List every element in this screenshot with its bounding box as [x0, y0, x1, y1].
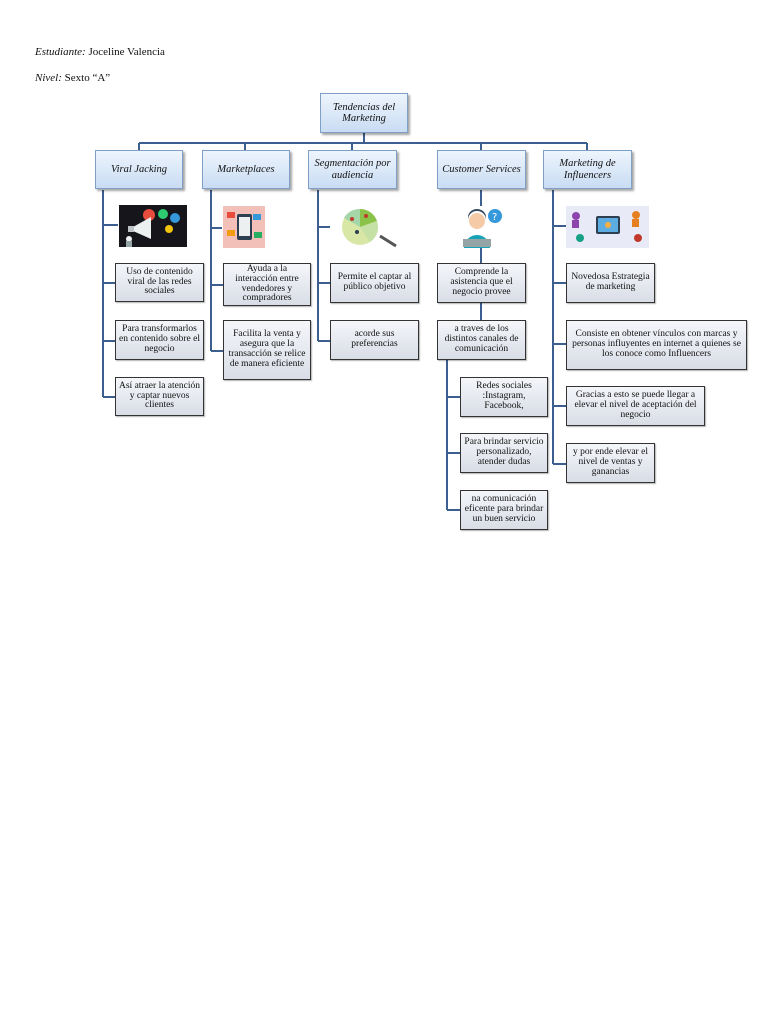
root-node: Tendencias del Marketing [320, 93, 408, 133]
subitem-customer-3: na comunicación eficente para brindar un… [460, 490, 548, 530]
item-text: Comprende la asistencia que el negocio p… [450, 267, 513, 297]
branch-title: Marketing de Influencers [559, 158, 616, 181]
item-text: na comunicación eficente para brindar un… [464, 494, 544, 524]
branch-title: Segmentación por audiencia [314, 158, 391, 181]
item-viral-2: Para transformarlos en contenido sobre e… [115, 320, 204, 360]
influencer-network-icon [566, 206, 649, 248]
item-influencers-4: y por ende elevar el nivel de ventas y g… [566, 443, 655, 483]
level-label: Nivel: [35, 72, 62, 84]
branch-title: Viral Jacking [110, 163, 168, 175]
support-agent-icon: ? [455, 206, 507, 248]
item-influencers-1: Novedosa Estrategia de marketing [566, 263, 655, 303]
level-value: Sexto “A” [64, 72, 111, 84]
item-text: Para transformarlos en contenido sobre e… [119, 324, 200, 354]
student-line: Estudiante: Joceline Valencia [35, 46, 165, 58]
branch-title: Marketplaces [217, 163, 275, 175]
branch-title: Customer Services [442, 163, 521, 175]
item-influencers-2: Consiste en obtener vínculos con marcas … [566, 320, 747, 370]
pie-chart-icon [330, 206, 402, 248]
megaphone-icon [119, 205, 187, 247]
item-text: Así atraer la atención y captar nuevos c… [119, 380, 200, 411]
branch-customer-services: Customer Services [437, 150, 526, 189]
level-line: Nivel: Sexto “A” [35, 72, 110, 84]
item-marketplaces-1: Ayuda a la interacción entre vendedores … [223, 263, 311, 306]
item-text: Consiste en obtener vínculos con marcas … [572, 329, 741, 359]
subitem-customer-2: Para brindar servicio personalizado, ate… [460, 433, 548, 473]
student-label: Estudiante: [35, 46, 86, 58]
item-text: Uso de contenido viral de las redes soci… [126, 266, 193, 297]
item-influencers-3: Gracias a esto se puede llegar a elevar … [566, 386, 705, 426]
item-text: Facilita la venta y asegura que la trans… [228, 329, 306, 369]
item-segmentacion-1: Permite el captar al público objetivo [330, 263, 419, 303]
item-customer-1: Comprende la asistencia que el negocio p… [437, 263, 526, 303]
student-name: Joceline Valencia [88, 46, 165, 58]
item-viral-1: Uso de contenido viral de las redes soci… [115, 263, 204, 302]
branch-viral-jacking: Viral Jacking [95, 150, 183, 189]
smartphone-shopping-icon [223, 206, 265, 248]
item-text: a traves de los distintos canales de com… [444, 324, 519, 354]
item-text: Para brindar servicio personalizado, ate… [464, 437, 544, 467]
item-marketplaces-2: Facilita la venta y asegura que la trans… [223, 320, 311, 380]
item-text: Ayuda a la interacción entre vendedores … [235, 263, 299, 304]
item-text: acorde sus preferencias [351, 329, 398, 349]
svg-text:?: ? [492, 212, 497, 223]
item-text: Novedosa Estrategia de marketing [571, 272, 650, 292]
item-text: Redes sociales :Instagram, Facebook, [476, 381, 532, 411]
subitem-customer-1: Redes sociales :Instagram, Facebook, [460, 377, 548, 417]
branch-segmentacion: Segmentación por audiencia [308, 150, 397, 189]
branch-influencers: Marketing de Influencers [543, 150, 632, 189]
item-customer-2: a traves de los distintos canales de com… [437, 320, 526, 360]
item-segmentacion-2: acorde sus preferencias [330, 320, 419, 360]
item-text: y por ende elevar el nivel de ventas y g… [573, 447, 648, 477]
branch-marketplaces: Marketplaces [202, 150, 290, 189]
item-text: Gracias a esto se puede llegar a elevar … [574, 390, 697, 420]
item-viral-3: Así atraer la atención y captar nuevos c… [115, 377, 204, 416]
root-title: Tendencias del Marketing [332, 101, 396, 124]
item-text: Permite el captar al público objetivo [337, 272, 412, 292]
